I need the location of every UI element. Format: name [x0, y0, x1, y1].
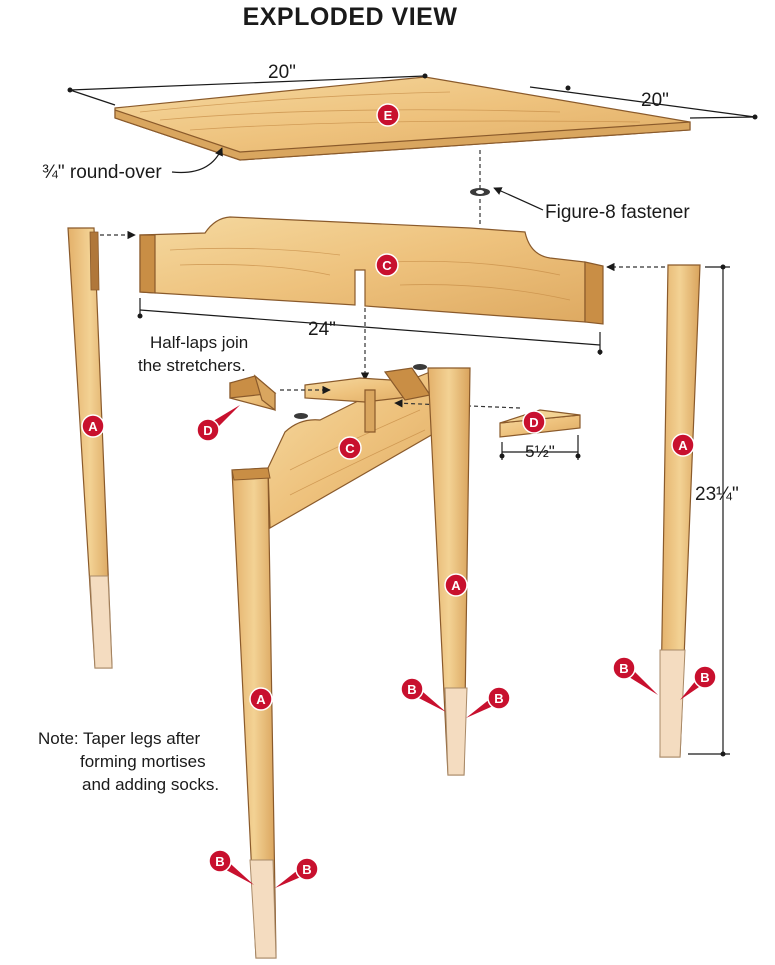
- badge-corner-block-right-d-label: D: [529, 415, 538, 430]
- badge-stretcher-back-c-label: C: [382, 258, 392, 273]
- leg-height-dimension: 23¼": [688, 264, 739, 757]
- corner-block-label: 5½": [525, 442, 555, 461]
- half-lap-joint: [294, 364, 431, 433]
- badge-sock-right-2-label: B: [700, 670, 709, 685]
- badge-leg-front-right-a: A: [444, 573, 468, 597]
- note-line3: and adding socks.: [82, 775, 219, 794]
- roundover-label: ¾" round-over: [42, 162, 162, 183]
- badge-sock-right-1-label: B: [619, 661, 628, 676]
- badge-sock-front-left-2-label: B: [302, 862, 311, 877]
- leg-right-back: [659, 264, 701, 758]
- leg-front-left: [231, 467, 277, 959]
- badge-sock-right-2: B: [680, 665, 717, 700]
- fastener-label: Figure-8 fastener: [545, 202, 690, 223]
- badge-top-e: E: [376, 103, 400, 127]
- stretcher-length-label: 24": [308, 319, 336, 340]
- badge-leg-front-right-a-label: A: [451, 578, 461, 593]
- badge-sock-front-right-1-label: B: [407, 682, 416, 697]
- top-width-label: 20": [268, 62, 296, 83]
- badge-sock-front-left-1-label: B: [215, 854, 224, 869]
- badge-sock-front-right-2: B: [466, 686, 511, 718]
- note-line2: forming mortises: [80, 752, 206, 771]
- badge-sock-front-right-2-label: B: [494, 691, 503, 706]
- badge-stretcher-front-c-label: C: [345, 441, 355, 456]
- stretcher-back: [139, 216, 604, 325]
- badge-stretcher-back-c: C: [375, 253, 399, 277]
- leg-front-right: [427, 367, 471, 776]
- leg-left-back: [67, 227, 113, 669]
- top-depth-dimension: 20": [529, 85, 758, 120]
- top-depth-label: 20": [641, 90, 669, 111]
- corner-block-dimension: 5½": [499, 435, 581, 461]
- leg-height-label: 23¼": [695, 484, 739, 505]
- badge-corner-block-left-d: D: [196, 405, 240, 442]
- badge-leg-right-a-label: A: [678, 438, 688, 453]
- badge-corner-block-right-d: D: [522, 410, 546, 434]
- badge-leg-left-a: A: [81, 414, 105, 438]
- badge-leg-front-left-a: A: [249, 687, 273, 711]
- badge-corner-block-left-d-label: D: [203, 423, 212, 438]
- stretcher-length-dimension: 24": [137, 298, 603, 355]
- corner-block-left: [229, 374, 277, 412]
- badge-leg-left-a-label: A: [88, 419, 98, 434]
- badge-leg-front-left-a-label: A: [256, 692, 266, 707]
- badge-sock-front-left-2: B: [275, 857, 319, 888]
- badge-sock-front-left-1: B: [208, 849, 254, 885]
- badge-top-e-label: E: [384, 108, 393, 123]
- figure-8-fastener: [470, 150, 490, 225]
- badge-sock-right-1: B: [612, 656, 658, 695]
- badge-stretcher-front-c: C: [338, 436, 362, 460]
- badge-leg-right-a: A: [671, 433, 695, 457]
- top-width-dimension: 20": [67, 62, 428, 106]
- note-line1: Note: Taper legs after: [38, 729, 201, 748]
- badge-sock-front-right-1: B: [400, 677, 446, 712]
- halflaps-label-line2: the stretchers.: [138, 356, 246, 375]
- halflaps-label-line1: Half-laps join: [150, 333, 248, 352]
- diagram-title: EXPLODED VIEW: [243, 3, 458, 31]
- table-top: [114, 76, 691, 161]
